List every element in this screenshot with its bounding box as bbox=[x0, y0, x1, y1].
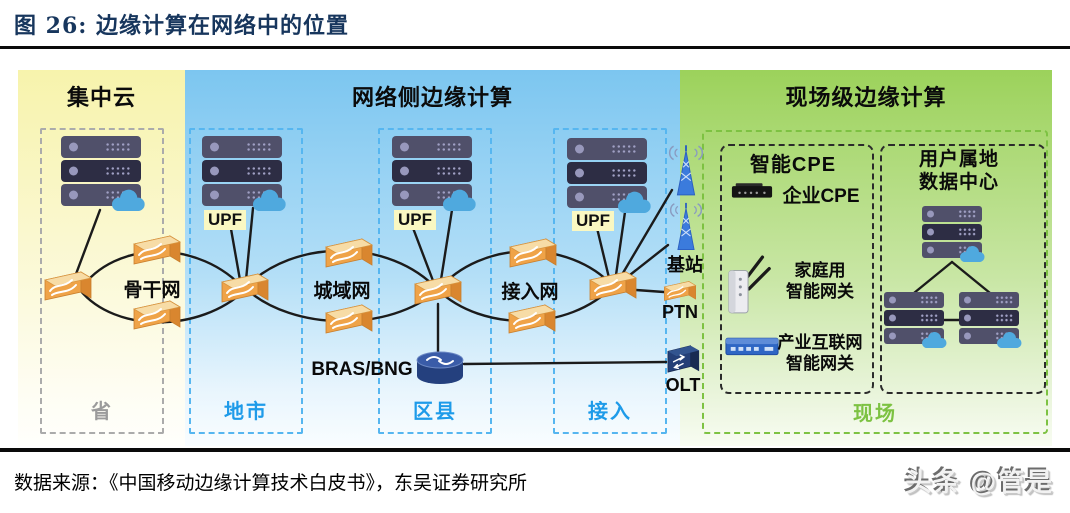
region-label-access: 接入 bbox=[588, 401, 632, 423]
zone-network-edge-title: 网络侧边缘计算 bbox=[351, 85, 513, 110]
region-label-province: 省 bbox=[91, 401, 113, 423]
home-gateway-label-line1: 家庭用 bbox=[794, 261, 846, 280]
server-unit bbox=[61, 160, 141, 182]
server-unit bbox=[392, 160, 472, 182]
server-unit bbox=[922, 206, 982, 222]
upf-label-access: UPF bbox=[572, 211, 614, 231]
metro-label: 城域网 bbox=[313, 281, 371, 302]
cloud-icon bbox=[919, 330, 949, 351]
server-unit bbox=[202, 160, 282, 182]
home-gateway-label-line2: 智能网关 bbox=[786, 282, 854, 301]
bottom-rule bbox=[0, 448, 1070, 452]
top-rule bbox=[0, 46, 1070, 49]
server-unit bbox=[392, 136, 472, 158]
base-station-icon bbox=[665, 202, 707, 254]
network-diagram: 集中云 网络侧边缘计算 现场级边缘计算 省 地市 区县 接入 现场 bbox=[18, 70, 1052, 446]
bras-router-icon bbox=[414, 348, 466, 386]
router-icon bbox=[587, 264, 639, 308]
cloud-icon bbox=[614, 189, 654, 217]
local-dc-title-line2: 数据中心 bbox=[918, 172, 999, 193]
cloud-icon bbox=[994, 330, 1024, 351]
server-stack-county-upf bbox=[392, 136, 472, 208]
router-icon bbox=[219, 266, 271, 310]
cloud-icon bbox=[957, 244, 987, 265]
base-station-label: 基站 bbox=[667, 255, 703, 275]
server-stack-central bbox=[61, 136, 141, 208]
backbone-label: 骨干网 bbox=[123, 280, 181, 301]
server-unit bbox=[567, 138, 647, 160]
smart-cpe-title: 智能CPE bbox=[749, 154, 837, 176]
dc-server-stack-left bbox=[884, 292, 944, 346]
smart-cpe-box bbox=[720, 144, 874, 394]
local-dc-title-line1: 用户属地 bbox=[918, 149, 999, 170]
enterprise-cpe-label: 企业CPE bbox=[782, 186, 860, 207]
watermark: 头条 @管是 bbox=[905, 467, 1054, 497]
field-site-box: 现场 bbox=[702, 130, 1048, 434]
router-icon bbox=[323, 297, 375, 341]
dc-server-stack-right bbox=[959, 292, 1019, 346]
olt-label: OLT bbox=[665, 375, 701, 395]
ptn-label: PTN bbox=[662, 302, 698, 322]
router-icon bbox=[412, 268, 464, 312]
dc-server-stack-top bbox=[922, 206, 982, 260]
upf-label-county: UPF bbox=[394, 210, 436, 230]
enterprise-cpe-icon bbox=[730, 180, 774, 200]
data-source: 数据来源：《中国移动边缘计算技术白皮书》，东吴证券研究所 bbox=[14, 472, 528, 494]
home-gateway-label: 家庭用 智能网关 bbox=[776, 260, 864, 302]
figure-title: 图 26: 边缘计算在网络中的位置 bbox=[14, 13, 350, 39]
router-icon bbox=[131, 228, 183, 272]
industrial-gateway-label-line2: 智能网关 bbox=[786, 354, 854, 373]
zone-central-cloud-title: 集中云 bbox=[66, 85, 136, 110]
server-unit bbox=[884, 292, 944, 308]
server-unit bbox=[959, 292, 1019, 308]
home-gateway-icon bbox=[724, 254, 774, 316]
router-icon bbox=[323, 231, 375, 275]
server-unit bbox=[202, 136, 282, 158]
cloud-icon bbox=[108, 187, 148, 215]
server-unit bbox=[959, 310, 1019, 326]
cloud-icon bbox=[439, 187, 479, 215]
region-label-county: 区县 bbox=[413, 401, 457, 423]
zone-field-edge: 现场级边缘计算 bbox=[680, 70, 1052, 446]
server-unit bbox=[567, 162, 647, 184]
server-stack-city-upf bbox=[202, 136, 282, 208]
server-unit bbox=[884, 310, 944, 326]
server-unit bbox=[61, 136, 141, 158]
server-stack-access-upf bbox=[567, 138, 647, 210]
olt-device-icon bbox=[664, 341, 704, 375]
region-label-site: 现场 bbox=[853, 403, 897, 425]
industrial-gateway-label: 产业互联网 智能网关 bbox=[770, 332, 870, 374]
region-label-city: 地市 bbox=[224, 401, 268, 423]
cloud-icon bbox=[249, 187, 289, 215]
upf-label-city: UPF bbox=[204, 210, 246, 230]
zone-field-edge-title: 现场级边缘计算 bbox=[785, 85, 947, 110]
router-icon bbox=[507, 231, 559, 275]
industrial-gateway-label-line1: 产业互联网 bbox=[777, 333, 863, 352]
server-unit bbox=[922, 224, 982, 240]
bras-bng-label: BRAS/BNG bbox=[311, 359, 413, 380]
router-icon bbox=[42, 264, 94, 308]
base-station-icon bbox=[665, 144, 707, 200]
access-net-label: 接入网 bbox=[501, 282, 559, 303]
local-dc-box bbox=[880, 144, 1046, 394]
local-dc-title: 用户属地 数据中心 bbox=[878, 148, 1040, 194]
